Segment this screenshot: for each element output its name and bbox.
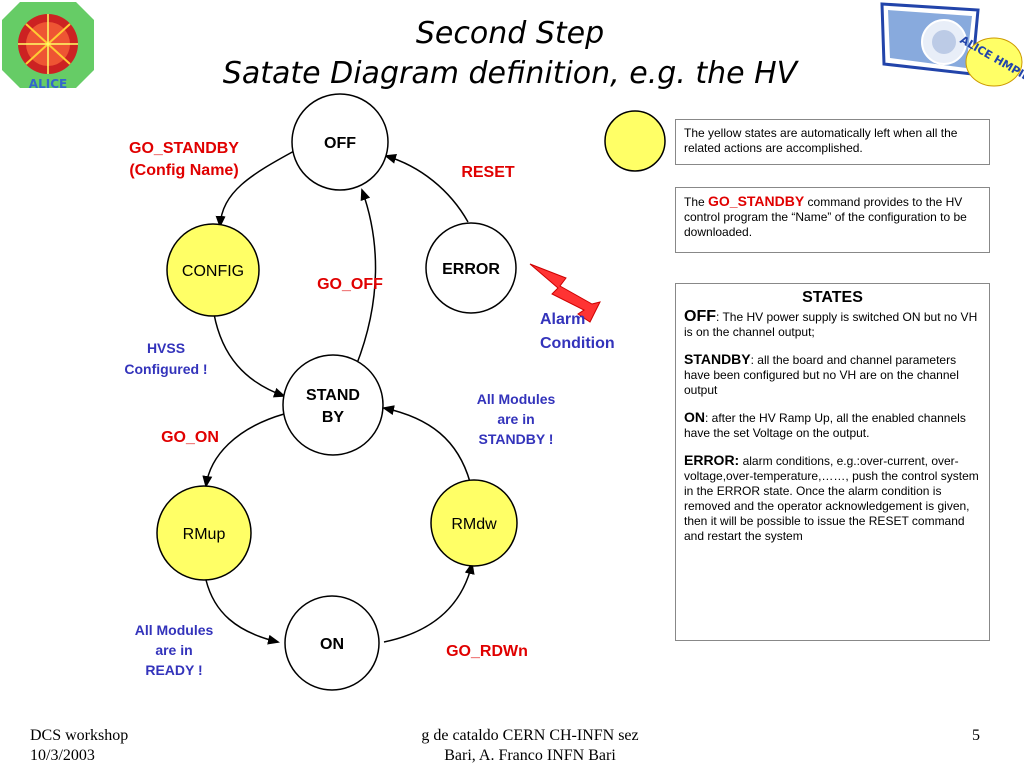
legend-off-desc: : The HV power supply is switched ON but…	[684, 310, 978, 339]
label-reset: RESET	[461, 164, 515, 181]
state-off: OFF	[291, 93, 389, 191]
legend-error-desc: alarm conditions, e.g.:over-current, ove…	[684, 454, 979, 543]
state-error-label: ERROR	[442, 261, 500, 278]
state-config: CONFIG	[166, 223, 260, 317]
legend-standby-term: STANDBY	[684, 351, 751, 367]
states-legend-heading: STATES	[802, 289, 863, 306]
state-standby-label-line2: BY	[322, 409, 345, 426]
note-go-standby-prefix: The	[684, 195, 709, 209]
label-ready-modules-line1: All Modules	[135, 622, 214, 638]
state-off-label: OFF	[324, 135, 356, 152]
legend-on-term: ON	[684, 409, 705, 425]
footer-date: 10/3/2003	[30, 747, 95, 764]
state-rmup-label: RMup	[183, 526, 226, 543]
state-standby: STAND BY	[282, 354, 384, 456]
state-error: ERROR	[425, 222, 517, 314]
legend-on: ON: after the HV Ramp Up, all the enable…	[684, 410, 981, 441]
label-ready-modules-line2: are in	[155, 642, 192, 658]
footer-authors-line1: g de cataldo CERN CH-INFN sez	[421, 727, 639, 744]
arrow-rmup-to-on	[205, 579, 280, 645]
note-yellow-states-text: The yellow states are automatically left…	[684, 126, 958, 155]
label-alarm-line2: Condition	[540, 335, 615, 352]
label-go-on: GO_ON	[161, 429, 219, 446]
logo-left-text: ALICE	[29, 77, 67, 91]
footer-center: g de cataldo CERN CH-INFN sez Bari, A. F…	[340, 726, 720, 766]
footer-page-number: 5	[972, 727, 980, 744]
arrow-standby-to-rmup	[202, 413, 285, 488]
slide-title-line2: Satate Diagram definition, e.g. the HV	[222, 56, 798, 91]
label-alarm-line1: Alarm	[540, 311, 585, 328]
legend-on-desc: : after the HV Ramp Up, all the enabled …	[684, 411, 966, 440]
legend-standby-desc: : all the board and channel parameters h…	[684, 353, 959, 397]
arrow-error-to-off	[384, 154, 469, 223]
legend-error: ERROR: alarm conditions, e.g.:over-curre…	[684, 453, 981, 544]
alice-hmpid-logo-right: ALICE HMPID	[880, 2, 1024, 87]
lightning-bolt-icon	[529, 263, 601, 323]
legend-yellow-state	[604, 110, 666, 172]
footer-event: DCS workshop	[30, 727, 129, 744]
label-standby-modules-line1: All Modules	[477, 391, 556, 407]
state-on: ON	[284, 595, 380, 691]
label-standby-modules-line3: STANDBY !	[479, 431, 554, 447]
footer-authors-line2: Bari, A. Franco INFN Bari	[444, 747, 616, 764]
arrow-standby-to-off	[355, 188, 377, 367]
footer-left: DCS workshop 10/3/2003	[30, 726, 128, 766]
label-config-name: (Config Name)	[129, 162, 238, 179]
arrow-config-to-standby	[213, 313, 286, 398]
label-ready-modules-line3: READY !	[145, 662, 202, 678]
label-go-off: GO_OFF	[317, 276, 383, 293]
state-standby-label-line1: STAND	[306, 387, 360, 404]
arrow-rmdw-to-standby	[382, 405, 471, 483]
arrow-off-to-config	[215, 149, 297, 228]
legend-error-term: ERROR:	[684, 452, 740, 468]
note-go-standby-command: GO_STANDBY	[708, 193, 805, 209]
note-go-standby: The GO_STANDBY command provides to the H…	[675, 187, 990, 253]
state-config-label: CONFIG	[182, 263, 244, 280]
state-rmdw-label: RMdw	[451, 516, 497, 533]
alice-logo-left: ALICE	[2, 2, 94, 91]
label-go-standby: GO_STANDBY	[129, 140, 239, 157]
arrow-on-to-rmdw	[383, 562, 475, 643]
label-hvss-line2: Configured !	[124, 361, 207, 377]
state-rmup: RMup	[156, 485, 252, 581]
states-legend: STATES OFF: The HV power supply is switc…	[675, 283, 990, 641]
label-hvss-line1: HVSS	[147, 340, 185, 356]
note-go-standby-suffix: command provides to the HV control progr…	[684, 195, 967, 239]
state-rmdw: RMdw	[430, 479, 518, 567]
legend-off-term: OFF	[684, 308, 716, 325]
legend-standby: STANDBY: all the board and channel param…	[684, 352, 981, 398]
note-yellow-states: The yellow states are automatically left…	[675, 119, 990, 165]
slide-title-line1: Second Step	[415, 16, 605, 51]
state-on-label: ON	[320, 636, 344, 653]
label-standby-modules-line2: are in	[497, 411, 534, 427]
label-go-rdwn: GO_RDWn	[446, 643, 528, 660]
legend-off: OFF: The HV power supply is switched ON …	[684, 309, 981, 340]
